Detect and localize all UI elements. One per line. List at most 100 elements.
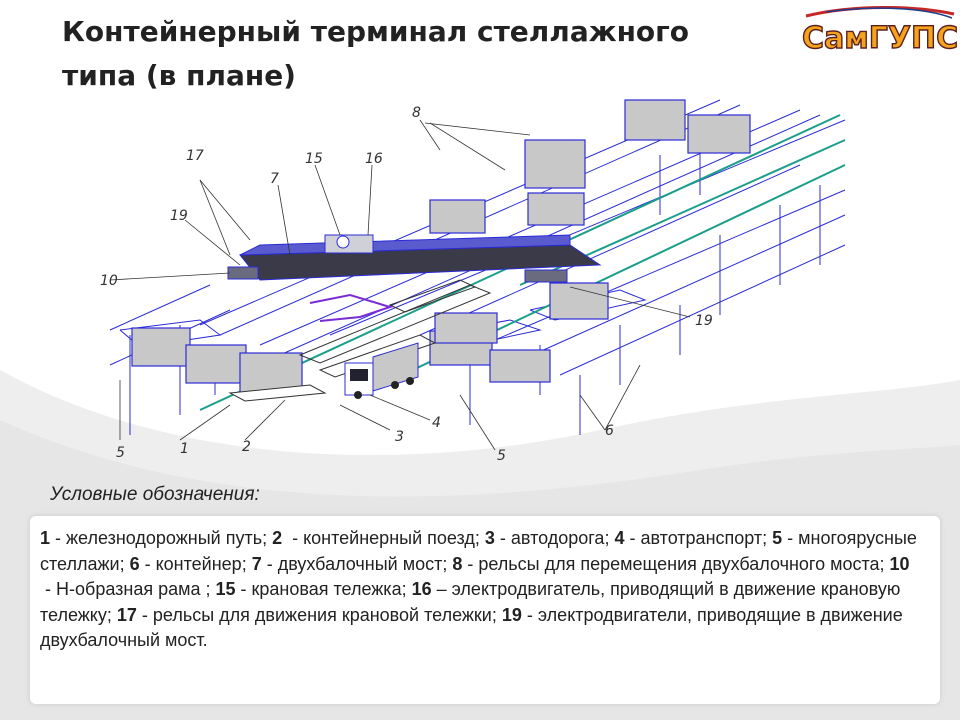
- legend-item-separator: -: [40, 579, 56, 599]
- callout-5-right: 5: [497, 448, 506, 464]
- legend-item-separator: -: [462, 553, 479, 574]
- legend-title-suffix: :: [254, 484, 260, 505]
- legend-title: Условные обозначения:: [50, 484, 260, 506]
- legend-item-text: контейнер;: [155, 553, 252, 574]
- legend-item-number: 1: [40, 528, 51, 548]
- legend-item-number: 7: [251, 553, 262, 574]
- callout-8: 8: [412, 105, 421, 121]
- legend-item-number: 8: [452, 553, 463, 574]
- callout-labels: 8 15 16 17 7 19 10 19 6 5 1 2 3 4 5: [100, 105, 713, 464]
- logo-text: СамГУПС: [802, 21, 958, 56]
- legend-item-number: 10: [889, 553, 910, 574]
- legend-item-separator: -: [282, 528, 304, 548]
- legend-item-number: 19: [501, 604, 522, 625]
- container: [687, 114, 751, 154]
- legend-item-text: электродвигатели, приводящие в движение …: [40, 604, 903, 651]
- callout-19-top: 19: [170, 208, 188, 224]
- callout-15: 15: [305, 151, 323, 167]
- legend-item-text: многоярусные стеллажи;: [40, 528, 917, 574]
- legend-item-number: 5: [772, 528, 783, 548]
- callout-4: 4: [432, 415, 441, 431]
- legend-item-separator: -: [261, 553, 278, 574]
- legend-item: 2 - контейнерный поезд;: [272, 528, 485, 548]
- container: [624, 99, 686, 141]
- legend-item-text: Н-образная рама ;: [56, 579, 216, 599]
- callout-3: 3: [395, 429, 404, 445]
- legend-item: 5 - многоярусные стеллажи;: [40, 528, 917, 574]
- legend-box: [30, 516, 940, 704]
- container: [434, 312, 498, 344]
- legend-item: 8 - рельсы для перемещения двухбалочного…: [452, 554, 889, 574]
- legend-item: 4 - автотранспорт;: [614, 528, 772, 548]
- legend-item: 3 - автодорога;: [485, 528, 615, 548]
- container: [527, 192, 585, 226]
- page-title: Контейнерный терминал стеллажного типа (…: [62, 10, 742, 98]
- gantry-crane: [227, 234, 602, 322]
- callout-6: 6: [605, 423, 614, 439]
- legend-item-text: автодорога;: [510, 528, 615, 548]
- legend-item-separator: -: [50, 528, 67, 548]
- legend-item-separator: -: [139, 553, 156, 574]
- legend-item-text: электродвигатель, приводящий в движение …: [40, 579, 901, 625]
- train-and-road: [228, 279, 492, 402]
- terminal-diagram: 8 15 16 17 7 19 10 19 6 5 1 2 3 4 5: [100, 99, 846, 464]
- callout-2: 2: [242, 439, 251, 455]
- container: [429, 199, 486, 234]
- legend-item-separator: -: [235, 579, 252, 599]
- legend-item-text: рельсы для перемещения двухбалочного мос…: [478, 553, 890, 574]
- legend-item-separator: -: [494, 528, 511, 548]
- legend-item-number: 6: [129, 553, 140, 574]
- bridge-motor: [227, 266, 259, 280]
- legend-item-separator: -: [136, 604, 153, 625]
- legend-text: 1 - железнодорожный путь; 2 - контейнерн…: [40, 526, 940, 654]
- container: [489, 349, 551, 383]
- callout-10: 10: [100, 273, 118, 289]
- legend-item-text: крановая тележка;: [251, 579, 412, 599]
- legend-item: 7 - двухбалочный мост;: [252, 554, 453, 574]
- legend-item-number: 4: [614, 528, 625, 548]
- rack-frames: [109, 99, 846, 435]
- h-frame: [309, 293, 394, 322]
- legend-item-number: 2: [272, 528, 283, 548]
- callout-1: 1: [180, 441, 189, 457]
- samgups-logo: СамГУПС: [801, 6, 958, 57]
- callout-19-right: 19: [695, 313, 713, 329]
- legend-item-text: автотранспорт;: [640, 528, 773, 548]
- callout-5-left: 5: [116, 445, 125, 461]
- legend-item-number: 15: [215, 579, 236, 599]
- legend-item: 6 - контейнер;: [130, 554, 252, 574]
- legend-item-number: 17: [116, 604, 137, 625]
- legend-item: 15 - крановая тележка;: [216, 579, 412, 599]
- legend-item: 10 - Н-образная рама ;: [40, 554, 910, 600]
- legend-item: 17 - рельсы для движения крановой тележк…: [117, 605, 502, 625]
- legend-item-number: 3: [484, 528, 495, 548]
- legend-item-number: 16: [411, 579, 432, 599]
- container: [524, 139, 586, 189]
- container: [131, 327, 191, 367]
- title-line-2: типа (в плане): [62, 59, 296, 92]
- legend-item-separator: -: [624, 528, 641, 548]
- truck: [344, 342, 419, 399]
- legend-item: 16 – электродвигатель, приводящий в движ…: [40, 579, 900, 625]
- legend-item-text: железнодорожный путь;: [66, 528, 273, 548]
- bridge-motor: [524, 269, 568, 283]
- railway-flatcar: [228, 384, 327, 402]
- legend-item-text: контейнерный поезд;: [303, 528, 485, 548]
- container: [185, 344, 247, 384]
- legend-item-separator: -: [521, 604, 538, 625]
- legend-title-text: Условные обозначения: [50, 484, 255, 505]
- callout-17: 17: [186, 148, 204, 164]
- callout-7: 7: [270, 171, 279, 187]
- legend-item-separator: –: [431, 579, 452, 599]
- legend-item-text: рельсы для движения крановой тележки;: [152, 604, 502, 625]
- legend-item-separator: -: [782, 528, 799, 548]
- title-line-1: Контейнерный терминал стеллажного: [62, 15, 690, 48]
- legend-item: 19 - электродвигатели, приводящие в движ…: [40, 605, 903, 651]
- trolley-motor: [336, 235, 350, 249]
- legend-item: 1 - железнодорожный путь;: [40, 528, 272, 548]
- callout-16: 16: [365, 151, 383, 167]
- legend-item-text: двухбалочный мост;: [277, 553, 453, 574]
- leader-lines: [109, 119, 691, 451]
- container: [549, 282, 609, 320]
